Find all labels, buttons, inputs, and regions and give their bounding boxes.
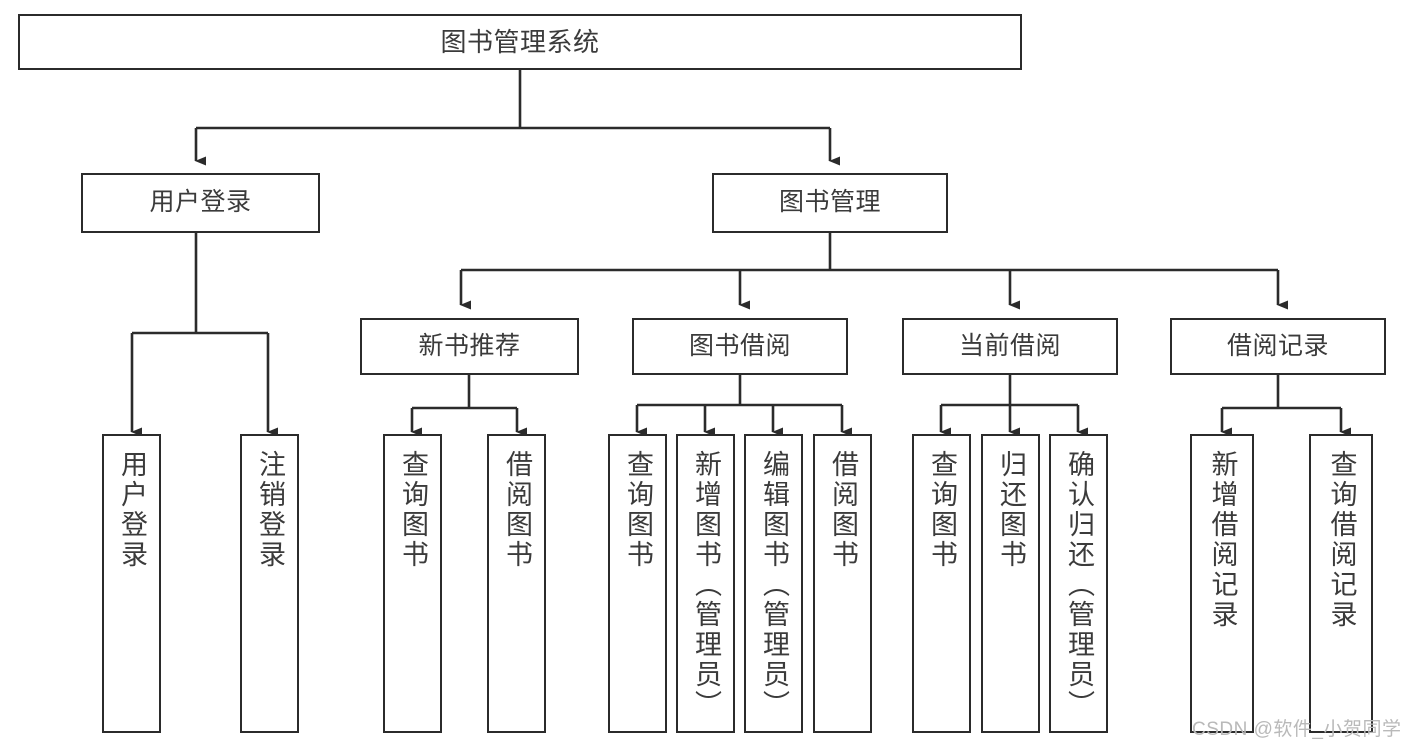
node-book-management[interactable]: 图书管理 [712,173,948,233]
node-book-management-label: 图书管理 [778,188,881,217]
node-book-borrow[interactable]: 图书借阅 [632,318,848,375]
leaf-borrow-borrow-book-label: 借阅图书 [828,450,858,570]
node-borrow-record[interactable]: 借阅记录 [1170,318,1386,375]
leaf-user-login-label: 用户登录 [117,450,147,570]
leaf-newbook-query-book-label: 查询图书 [398,450,428,570]
leaf-borrow-query-book[interactable]: 查询图书 [608,434,667,733]
leaf-newbook-query-book[interactable]: 查询图书 [383,434,442,733]
leaf-borrow-query-book-label: 查询图书 [623,450,653,570]
node-user-login-label: 用户登录 [149,188,252,217]
leaf-current-return-book[interactable]: 归还图书 [981,434,1040,733]
leaf-borrow-borrow-book[interactable]: 借阅图书 [813,434,872,733]
leaf-user-login[interactable]: 用户登录 [102,434,161,733]
leaf-logout-label: 注销登录 [255,450,285,570]
node-book-borrow-label: 图书借阅 [688,331,791,360]
leaf-current-confirm-return-label: 确认归还（管理员） [1064,450,1094,720]
leaf-current-return-book-label: 归还图书 [996,450,1026,570]
csdn-watermark: CSDN @软件_小贺同学 [1192,719,1402,740]
leaf-logout[interactable]: 注销登录 [240,434,299,733]
leaf-newbook-borrow-book-label: 借阅图书 [502,450,532,570]
leaf-record-query-record-label: 查询借阅记录 [1326,450,1357,630]
leaf-record-add-record[interactable]: 新增借阅记录 [1190,434,1254,733]
leaf-borrow-edit-book[interactable]: 编辑图书（管理员） [744,434,803,733]
leaf-current-confirm-return[interactable]: 确认归还（管理员） [1049,434,1108,733]
node-new-book-recommend-label: 新书推荐 [418,331,521,360]
leaf-current-query-book-label: 查询图书 [927,450,957,570]
node-root[interactable]: 图书管理系统 [18,14,1022,70]
leaf-borrow-add-book[interactable]: 新增图书（管理员） [676,434,735,733]
leaf-borrow-edit-book-label: 编辑图书（管理员） [759,450,789,720]
node-current-borrow[interactable]: 当前借阅 [902,318,1118,375]
leaf-current-query-book[interactable]: 查询图书 [912,434,971,733]
leaf-record-add-record-label: 新增借阅记录 [1207,450,1238,630]
leaf-record-query-record[interactable]: 查询借阅记录 [1309,434,1373,733]
node-root-label: 图书管理系统 [440,26,600,57]
node-user-login[interactable]: 用户登录 [81,173,320,233]
node-new-book-recommend[interactable]: 新书推荐 [360,318,579,375]
node-current-borrow-label: 当前借阅 [958,331,1061,360]
node-borrow-record-label: 借阅记录 [1226,331,1329,360]
leaf-borrow-add-book-label: 新增图书（管理员） [691,450,721,720]
leaf-newbook-borrow-book[interactable]: 借阅图书 [487,434,546,733]
